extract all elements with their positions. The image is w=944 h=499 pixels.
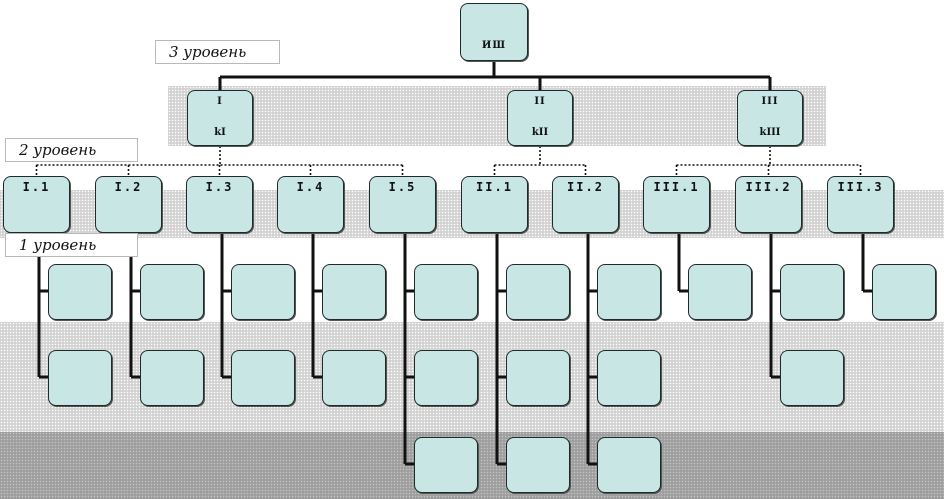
node-label: II	[534, 96, 546, 107]
node-code: kI	[214, 127, 226, 138]
node-label: I.2	[114, 180, 143, 194]
level1-node-ii-1-3	[506, 437, 570, 493]
level3-label: 3 уровень	[155, 40, 280, 64]
node-label: II.2	[567, 180, 604, 194]
level2-node-i-2: I.2	[95, 176, 162, 233]
node-code: kIII	[759, 127, 781, 138]
level1-node-i-4-1	[322, 264, 386, 320]
level1-node-i-5-1	[414, 264, 478, 320]
node-code: kII	[531, 127, 549, 138]
level1-node-ii-2-3	[597, 437, 661, 493]
node-label: II.1	[476, 180, 513, 194]
level1-label: 1 уровень	[5, 233, 138, 257]
level3-node-iii: III kIII	[737, 90, 803, 146]
level1-node-ii-1-2	[506, 350, 570, 406]
level1-node-i-3-2	[231, 350, 295, 406]
level1-node-i-3-1	[231, 264, 295, 320]
level2-node-iii-1: III.1	[643, 176, 710, 233]
level2-node-iii-2: III.2	[735, 176, 802, 233]
level1-node-i-1-1	[48, 264, 112, 320]
node-label: I	[217, 96, 223, 107]
node-label: ИШ	[481, 40, 507, 51]
root-node-иш: ИШ	[460, 3, 528, 61]
node-label: III.1	[653, 180, 700, 194]
level2-node-i-1: I.1	[3, 176, 70, 233]
level2-node-iii-3: III.3	[827, 176, 894, 233]
node-label: I.1	[22, 180, 51, 194]
node-label: I.5	[388, 180, 417, 194]
level1-node-ii-1-1	[506, 264, 570, 320]
level2-node-ii-1: II.1	[461, 176, 528, 233]
level2-node-i-4: I.4	[277, 176, 344, 233]
level1-node-i-5-3	[414, 437, 478, 493]
level1-node-i-2-1	[140, 264, 204, 320]
level2-label: 2 уровень	[5, 138, 138, 162]
node-label: I.3	[205, 180, 234, 194]
node-label: III.2	[745, 180, 792, 194]
level2-node-ii-2: II.2	[552, 176, 619, 233]
node-label: III	[761, 96, 779, 107]
node-label: I.4	[296, 180, 325, 194]
level1-node-iii-3-1	[872, 264, 936, 320]
level1-node-ii-2-1	[597, 264, 661, 320]
level1-node-i-4-2	[322, 350, 386, 406]
level3-band	[168, 86, 826, 146]
level1-node-iii-1-1	[688, 264, 752, 320]
level2-node-i-5: I.5	[369, 176, 436, 233]
level1-node-ii-2-2	[597, 350, 661, 406]
level1-node-iii-2-2	[780, 350, 844, 406]
level1-node-i-1-2	[48, 350, 112, 406]
level3-node-ii: II kII	[507, 90, 573, 146]
level1-node-i-2-2	[140, 350, 204, 406]
level2-node-i-3: I.3	[186, 176, 253, 233]
level1-node-iii-2-1	[780, 264, 844, 320]
level1-node-i-5-2	[414, 350, 478, 406]
node-label: III.3	[837, 180, 884, 194]
